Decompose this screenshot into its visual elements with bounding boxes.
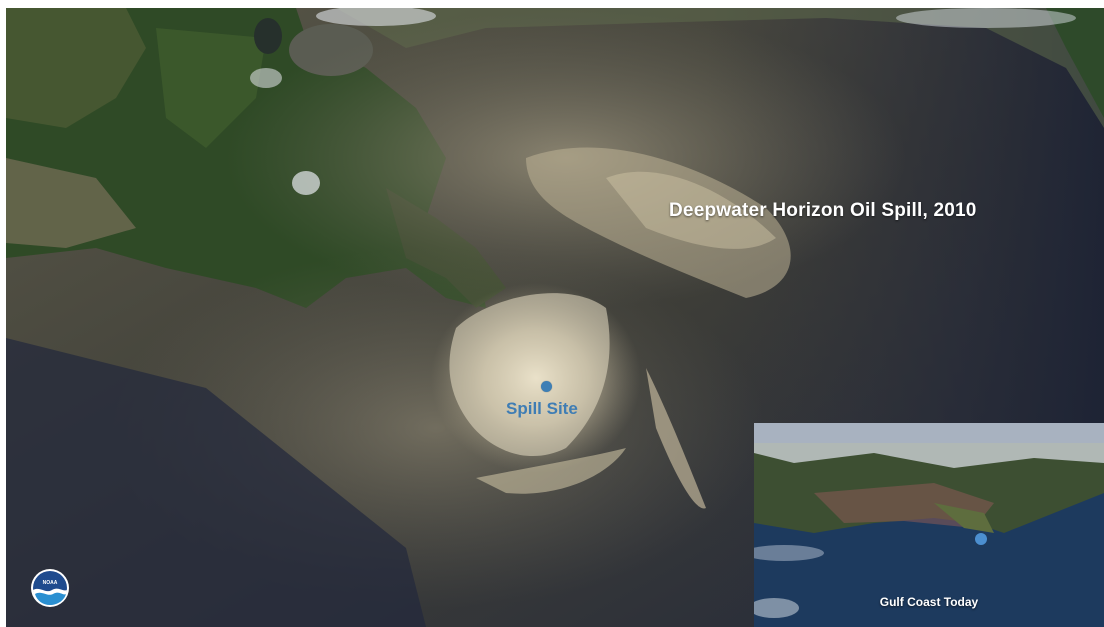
spill-site-marker (541, 381, 552, 392)
inset-spill-marker (975, 533, 987, 545)
noaa-emblem-icon (31, 569, 69, 607)
gulf-satellite-view (6, 8, 1104, 627)
inset-satellite-view (754, 423, 1104, 627)
noaa-logo: NOAA (30, 568, 70, 608)
headline-title: Deepwater Horizon Oil Spill, 2010 (669, 200, 977, 221)
inset-label: Gulf Coast Today (879, 595, 979, 609)
noaa-logo-text: NOAA (42, 580, 58, 586)
spill-site-label: Spill Site (506, 399, 578, 418)
gulf-coast-today-inset: Gulf Coast Today (754, 423, 1104, 627)
satellite-image: Deepwater Horizon Oil Spill, 2010 Spill … (6, 8, 1104, 627)
